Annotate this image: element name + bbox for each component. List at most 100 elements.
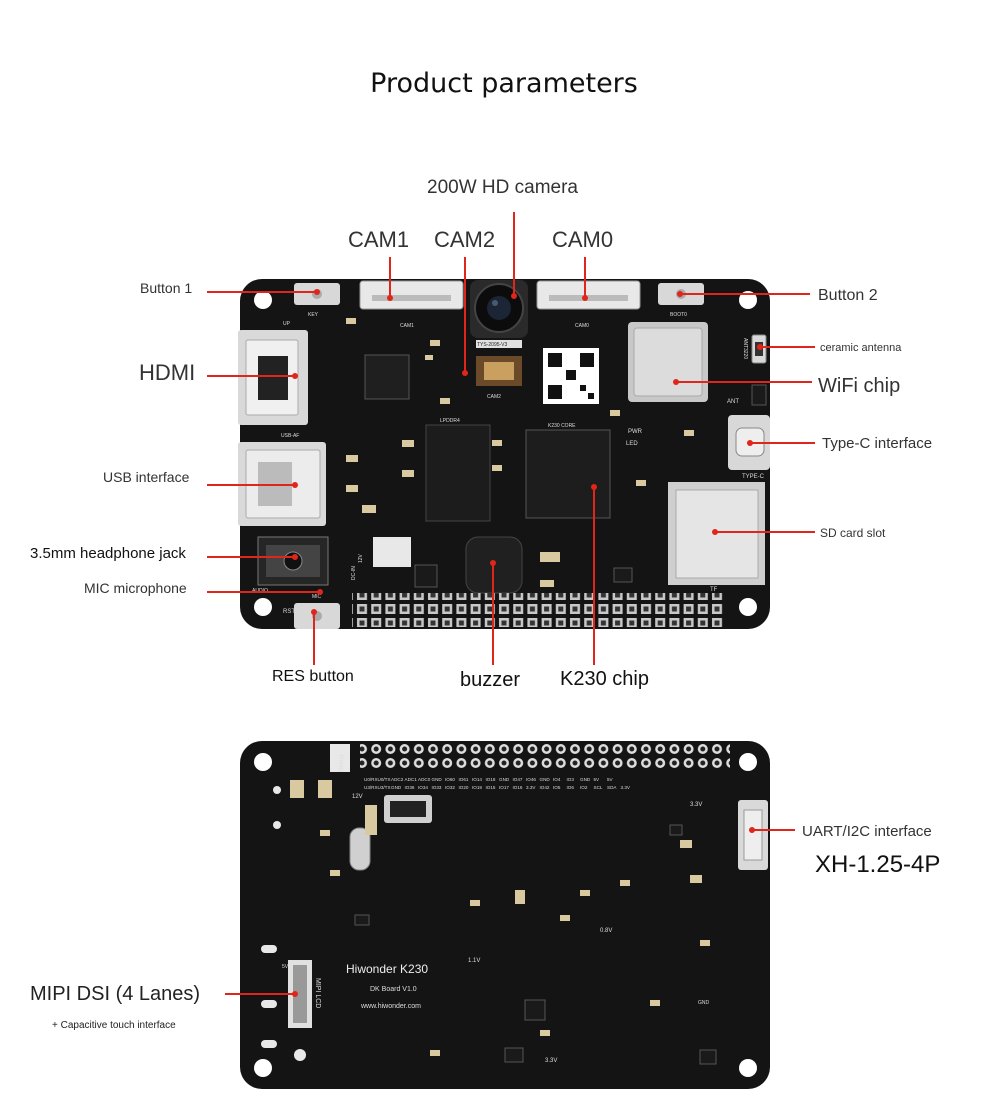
- silk-pin-label: IO4: [553, 777, 561, 782]
- silk-pin-label: IO47: [513, 777, 523, 782]
- silk-board: DK Board V1.0: [370, 986, 417, 993]
- silk-url: www.hiwonder.com: [360, 1003, 421, 1010]
- capacitor: [349, 827, 371, 871]
- dc-in-connector: [373, 537, 411, 567]
- silk-pin-label: GND: [580, 777, 591, 782]
- silk-pin-label: U3/RX: [364, 785, 378, 790]
- silk-pin-label: IO33: [432, 785, 442, 790]
- page-title: Product parameters: [370, 68, 638, 99]
- silk-pin-label: IO20: [459, 785, 469, 790]
- silk-pin-label: IO32: [445, 785, 455, 790]
- label-xh: XH-1.25-4P: [815, 851, 941, 878]
- silk-typec: TYPE-C: [742, 474, 765, 480]
- silk-pin-label: IO17: [499, 785, 509, 790]
- silk-key: KEY: [308, 312, 319, 318]
- silk-lpddr4: LPDDR4: [440, 418, 460, 424]
- label-button1: Button 1: [140, 280, 193, 296]
- silk-mic: MIC: [312, 594, 322, 600]
- silk-led: LED: [626, 441, 638, 447]
- debug-header: [330, 744, 350, 772]
- mount-hole: [739, 753, 757, 771]
- silk-dc_in: DC-IN: [351, 566, 357, 580]
- label-mic: MIC microphone: [84, 580, 187, 596]
- silk-gnd: GND: [698, 1000, 710, 1006]
- silk-pin-label: 3.3V: [526, 785, 536, 790]
- label-usb: USB interface: [103, 469, 190, 485]
- silk-v5: 5V: [282, 964, 289, 970]
- silk-pin-label: 5V: [594, 777, 601, 782]
- silk-pin-label: U0/TX: [378, 777, 391, 782]
- silk-pin-label: 3.3V: [621, 785, 631, 790]
- label-wifi-chip: WiFi chip: [818, 375, 901, 397]
- label-cam2: CAM2: [434, 227, 496, 252]
- label-ceramic-antenna: ceramic antenna: [820, 342, 902, 354]
- label-hdmi: HDMI: [139, 360, 196, 385]
- label-type-c: Type-C interface: [822, 435, 933, 452]
- mount-hole: [254, 598, 272, 616]
- label-camera: 200W HD camera: [427, 177, 578, 198]
- label-k230-chip: K230 chip: [560, 668, 649, 690]
- silk-pin-label: SCL: [594, 785, 603, 790]
- label-button2: Button 2: [818, 287, 878, 304]
- silk-pin-label: GND: [432, 777, 443, 782]
- silk-v12: 12V: [358, 553, 364, 563]
- silk-pin-label: IO6: [567, 785, 575, 790]
- mount-hole: [739, 291, 757, 309]
- silk-pin-label: GND: [499, 777, 510, 782]
- silk-mipi_lcd: MIPI LCD: [314, 978, 321, 1008]
- front-board: [238, 279, 770, 629]
- label-headphone: 3.5mm headphone jack: [30, 545, 186, 562]
- silk-pin-label: ADC2: [391, 777, 404, 782]
- back-ic: [354, 824, 717, 1065]
- silk-pin-label: IO34: [418, 785, 428, 790]
- label-sd-card: SD card slot: [820, 526, 886, 540]
- callout-lines: [207, 212, 815, 995]
- back-pads: [261, 786, 306, 1061]
- bridge-chip: [364, 354, 410, 400]
- silk-antenna: ANT: [727, 399, 739, 405]
- label-cam0: CAM0: [552, 227, 614, 252]
- qr-code: [543, 348, 599, 404]
- callout-dots: [292, 289, 763, 997]
- ic-components: [414, 384, 767, 588]
- silk-v11: 1.1V: [468, 958, 480, 964]
- silk-cam1: CAM1: [400, 323, 414, 329]
- silk-k230core: K230 CORE: [548, 423, 576, 429]
- silk-pin-label: ADC1: [405, 777, 418, 782]
- mount-hole: [254, 1059, 272, 1077]
- silk-cam0: CAM0: [575, 323, 589, 329]
- k230-chip-component: [525, 429, 611, 519]
- silk-boot: BOOT0: [670, 312, 687, 318]
- silk-pin-label: IO61: [459, 777, 469, 782]
- silk-v12: 12V: [352, 794, 363, 800]
- silk-ant_chip: ANT3220: [742, 338, 748, 359]
- silk-v08: 0.8V: [600, 928, 612, 934]
- hdmi-port: [238, 330, 308, 425]
- silk-pwr: PWR: [628, 429, 643, 435]
- silk-pin-label: IO14: [472, 777, 482, 782]
- silk-pin-label: IO42: [540, 785, 550, 790]
- silk-up: UP: [283, 321, 291, 327]
- silk-pin-label: GND: [540, 777, 551, 782]
- silk-pin-label: SDA: [607, 785, 617, 790]
- wifi-module: [628, 322, 708, 402]
- silk-pin-label: IO60: [445, 777, 455, 782]
- silk-pin-label: IO19: [472, 785, 482, 790]
- silk-v33: 3.3V: [690, 802, 702, 808]
- silk-pin-label: IO3: [567, 777, 575, 782]
- silk-pin-label: 5V: [607, 777, 614, 782]
- silk-brand: Hiwonder K230: [346, 962, 428, 976]
- silk-pin-label: IO36: [405, 785, 415, 790]
- mount-hole: [254, 753, 272, 771]
- smd-components: [346, 318, 694, 587]
- silk-pin-label: IO18: [486, 777, 496, 782]
- label-mipi: MIPI DSI (4 Lanes): [30, 983, 201, 1005]
- silk-v33: 3.3V: [545, 1058, 557, 1064]
- label-uart-i2c: UART/I2C interface: [802, 823, 932, 840]
- label-touch: + Capacitive touch interface: [52, 1020, 176, 1031]
- silk-pin-label: IO15: [486, 785, 496, 790]
- front-pin-header: [352, 593, 724, 627]
- lpddr4-chip: [425, 424, 491, 522]
